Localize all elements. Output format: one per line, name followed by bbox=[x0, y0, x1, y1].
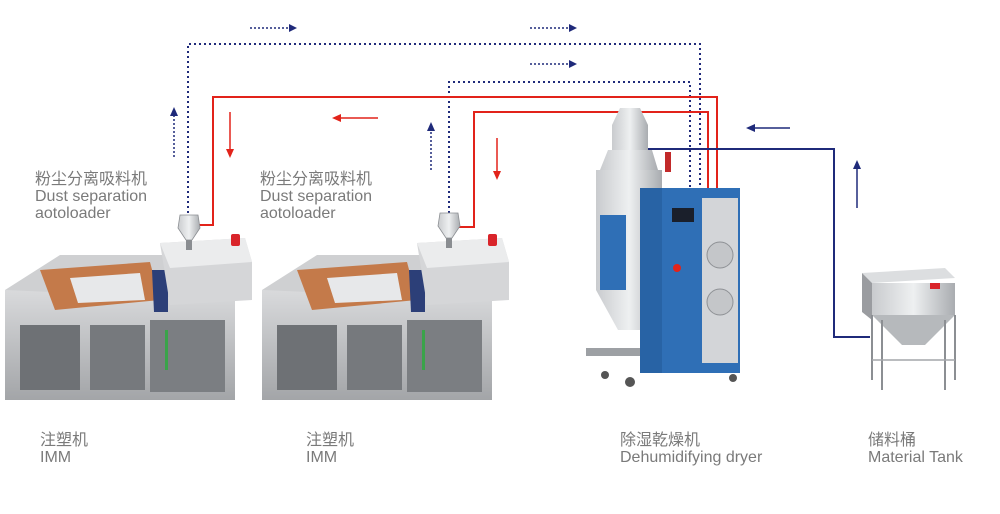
dryer-label: 除湿乾燥机 Dehumidifying dryer bbox=[620, 432, 762, 466]
tank-label-en: Material Tank bbox=[868, 449, 963, 466]
arrow-up-navy-head bbox=[853, 160, 861, 169]
hot-air-lines bbox=[198, 96, 718, 228]
imm-2-label-zh: 注塑机 bbox=[306, 432, 355, 449]
arrow-right-dotted-1-head bbox=[289, 24, 297, 32]
vacuum-line-inner bbox=[448, 81, 691, 213]
imm-1-machine bbox=[5, 234, 252, 400]
dryer-label-zh: 除湿乾燥机 bbox=[620, 432, 701, 449]
loader-2 bbox=[437, 212, 461, 248]
imm-1-label-zh: 注塑机 bbox=[40, 432, 89, 449]
hot-air-line-inner bbox=[459, 111, 709, 228]
tank-label: 储料桶 Material Tank bbox=[868, 432, 963, 466]
loader-1-label-en-line2: aotoloader bbox=[35, 205, 111, 222]
arrow-right-dotted-3-head bbox=[569, 60, 577, 68]
flow-arrows bbox=[170, 24, 861, 208]
hot-air-line-outer bbox=[198, 96, 718, 226]
loader-2-label: 粉尘分离吸料机 Dust separation aotoloader bbox=[260, 171, 372, 222]
arrow-up-dotted-1-head bbox=[170, 107, 178, 116]
tank-label-zh: 储料桶 bbox=[868, 432, 917, 449]
loader-1 bbox=[177, 214, 201, 250]
vacuum-lines bbox=[187, 43, 701, 213]
loader-1-label-en-line1: Dust separation bbox=[35, 188, 148, 205]
arrow-left-navy-head bbox=[746, 124, 755, 132]
dryer-label-en: Dehumidifying dryer bbox=[620, 449, 763, 466]
dehumidifying-dryer bbox=[586, 108, 740, 387]
loader-2-label-zh: 粉尘分离吸料机 bbox=[260, 171, 373, 188]
arrow-left-red-head bbox=[332, 114, 341, 122]
imm-1-label: 注塑机 IMM bbox=[40, 432, 88, 466]
material-line bbox=[640, 148, 870, 338]
vacuum-line-outer bbox=[187, 43, 701, 213]
material-tank bbox=[862, 268, 956, 390]
loader-1-label-zh: 粉尘分离吸料机 bbox=[35, 171, 148, 188]
loader-2-label-en-line1: Dust separation bbox=[260, 188, 373, 205]
imm-2-label: 注塑机 IMM bbox=[306, 432, 354, 466]
loader-2-label-en-line2: aotoloader bbox=[260, 205, 336, 222]
imm-1-label-en: IMM bbox=[40, 449, 72, 466]
arrow-down-red-2-head bbox=[493, 171, 501, 180]
arrow-down-red-1-head bbox=[226, 149, 234, 158]
arrow-right-dotted-2-head bbox=[569, 24, 577, 32]
arrow-up-dotted-2-head bbox=[427, 122, 435, 131]
imm-2-machine bbox=[262, 234, 509, 400]
loader-1-label: 粉尘分离吸料机 Dust separation aotoloader bbox=[35, 171, 147, 222]
imm-2-label-en: IMM bbox=[306, 449, 338, 466]
